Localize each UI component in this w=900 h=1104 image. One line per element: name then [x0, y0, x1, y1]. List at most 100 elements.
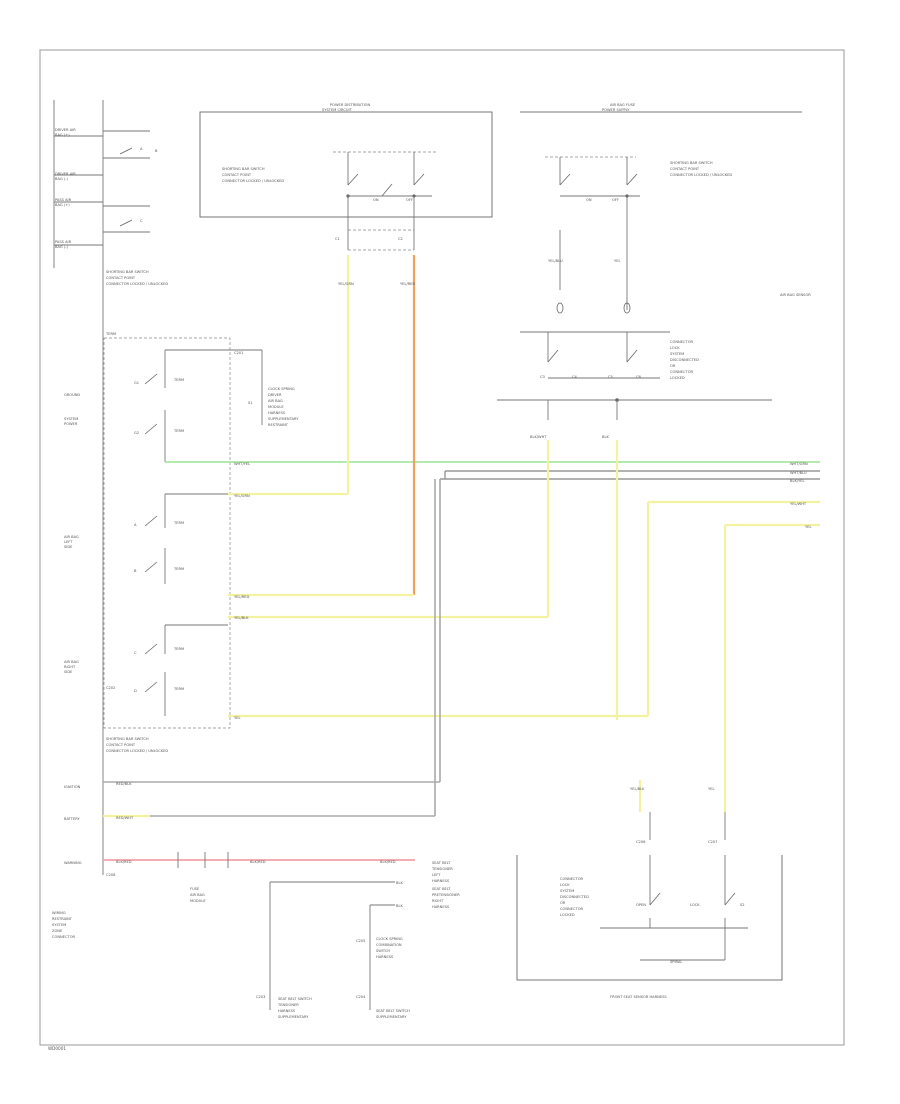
driver-squib-1: DRIVER AIR BAG (+) A B [54, 128, 158, 159]
svg-text:WHT/BLU: WHT/BLU [790, 471, 807, 475]
pass-squib-1: PASS AIR BAG (+) C [54, 198, 150, 233]
svg-text:DRIVER AIR: DRIVER AIR [55, 128, 76, 132]
label-warning: WARNING [64, 861, 82, 865]
svg-text:SIDE: SIDE [64, 670, 73, 674]
svg-text:C3: C3 [540, 375, 545, 379]
svg-text:BLK/RED: BLK/RED [380, 860, 396, 864]
svg-text:YEL/WHT: YEL/WHT [790, 502, 807, 506]
svg-text:C203: C203 [256, 995, 265, 999]
svg-text:DRIVER AIR: DRIVER AIR [55, 172, 76, 176]
svg-text:SHORTING BAR SWITCH: SHORTING BAR SWITCH [222, 167, 265, 171]
svg-text:S1: S1 [248, 401, 253, 405]
svg-text:HARNESS: HARNESS [432, 905, 450, 909]
svg-text:YEL/BLU: YEL/BLU [548, 259, 563, 263]
svg-text:RIGHT: RIGHT [64, 665, 76, 669]
svg-text:YEL: YEL [234, 716, 240, 720]
svg-text:SEAT BELT: SEAT BELT [432, 861, 451, 865]
svg-text:MODULE: MODULE [268, 405, 284, 409]
switch-group-1: TERM TERM G1 G2 C201 S1 CLOCK SPRING DRI… [134, 349, 299, 462]
svg-text:LOCK: LOCK [670, 346, 680, 350]
front-seat-switches: C206 C207 YEL/BLK YEL OPEN LOCK S2 SPIRA… [560, 787, 748, 964]
svg-text:OPEN: OPEN [636, 903, 646, 907]
left-block-caption-3: CONNECTOR LOCKED / UNLOCKED [106, 282, 168, 286]
svg-text:YEL/GRN: YEL/GRN [234, 494, 250, 498]
svg-text:WHT/GRN: WHT/GRN [790, 462, 808, 466]
svg-text:AIR BAG SENSOR: AIR BAG SENSOR [780, 293, 811, 297]
svg-text:AIR BAG: AIR BAG [268, 399, 283, 403]
svg-text:SUPPLEMENTARY: SUPPLEMENTARY [268, 417, 299, 421]
svg-text:C201: C201 [234, 351, 243, 355]
svg-text:SYSTEM: SYSTEM [560, 889, 574, 893]
svg-text:SWITCH: SWITCH [376, 949, 390, 953]
svg-text:B: B [155, 149, 158, 153]
svg-text:SUPPLEMENTARY: SUPPLEMENTARY [376, 1015, 407, 1019]
front-seat-harness-box [516, 851, 783, 981]
svg-text:BLK/YEL: BLK/YEL [790, 479, 805, 483]
left-block-caption-2: CONTACT POINT [106, 276, 136, 280]
warning-fuse: FUSE AIR BAG MODULE [177, 852, 229, 903]
svg-text:S2: S2 [740, 903, 745, 907]
svg-text:RESTRAINT: RESTRAINT [268, 423, 289, 427]
svg-text:BLK/RED: BLK/RED [250, 860, 266, 864]
label-battery: BATTERY [64, 817, 81, 821]
svg-text:AIR BAG: AIR BAG [190, 893, 205, 897]
svg-text:CONNECTOR: CONNECTOR [670, 340, 694, 344]
svg-text:TERM: TERM [173, 687, 184, 691]
svg-text:TERM: TERM [173, 567, 184, 571]
svg-text:C1: C1 [335, 237, 340, 241]
svg-text:TENSIONER: TENSIONER [431, 867, 453, 871]
svg-text:TERM: TERM [173, 429, 184, 433]
svg-text:OR: OR [670, 364, 676, 368]
svg-text:C5: C5 [608, 375, 613, 379]
svg-text:HARNESS: HARNESS [432, 879, 450, 883]
svg-text:MODULE: MODULE [190, 899, 206, 903]
svg-text:OR: OR [560, 901, 566, 905]
svg-text:LEFT: LEFT [432, 873, 441, 877]
svg-text:CONTACT POINT: CONTACT POINT [670, 167, 700, 171]
svg-text:SEAT BELT: SEAT BELT [432, 887, 451, 891]
svg-text:CONNECTOR: CONNECTOR [560, 877, 584, 881]
svg-text:SYSTEM: SYSTEM [670, 352, 684, 356]
svg-text:A: A [134, 523, 137, 527]
left-sensor-block [103, 337, 231, 729]
svg-text:ZONE: ZONE [52, 929, 63, 933]
svg-text:ON: ON [586, 198, 592, 202]
svg-text:POWER: POWER [64, 422, 78, 426]
svg-text:TERM: TERM [105, 332, 116, 336]
svg-text:LOCKED: LOCKED [560, 913, 575, 917]
svg-text:TENSIONER: TENSIONER [277, 1003, 299, 1007]
svg-text:C208: C208 [106, 873, 116, 877]
svg-text:RESTRAINT: RESTRAINT [52, 917, 73, 921]
svg-text:BAG (+): BAG (+) [55, 133, 70, 137]
svg-text:CONNECTOR: CONNECTOR [670, 370, 694, 374]
svg-text:ON: ON [373, 198, 379, 202]
svg-text:C202: C202 [106, 686, 115, 690]
svg-text:CONTACT POINT: CONTACT POINT [106, 743, 136, 747]
svg-text:SEAT BELT SWITCH: SEAT BELT SWITCH [278, 997, 312, 1001]
label-ignition: IGNITION [64, 785, 81, 789]
svg-text:C207: C207 [708, 840, 717, 844]
left-block-caption-1: SHORTING BAR SWITCH [106, 270, 149, 274]
svg-text:DISCONNECTED: DISCONNECTED [670, 358, 699, 362]
airbag-fuse-title: AIR BAG FUSE [610, 103, 636, 107]
svg-text:HARNESS: HARNESS [278, 1009, 296, 1013]
svg-text:CONNECTOR LOCKED / UNLOCKED: CONNECTOR LOCKED / UNLOCKED [670, 173, 732, 177]
svg-text:BLK: BLK [602, 435, 609, 439]
svg-text:C204: C204 [356, 995, 366, 999]
svg-text:PASS AIR: PASS AIR [55, 198, 72, 202]
svg-text:CONNECTOR: CONNECTOR [560, 907, 584, 911]
airbag-fuse-switches: ON OFF YEL/BLU YEL AIR BAG SENSOR [545, 156, 811, 314]
svg-text:YEL: YEL [614, 259, 620, 263]
svg-text:SIDE: SIDE [64, 545, 73, 549]
power-distribution-sub: SYSTEM CIRCUIT [322, 108, 353, 112]
svg-text:DRIVER: DRIVER [268, 393, 282, 397]
svg-text:SPIRAL: SPIRAL [670, 960, 682, 964]
svg-text:G1: G1 [134, 381, 139, 385]
pass-squib-2: PASS AIR BAG (-) [54, 240, 103, 249]
switch-group-3: TERM TERM C D C202 [106, 624, 228, 716]
svg-text:C2: C2 [398, 237, 403, 241]
svg-text:TERM: TERM [173, 378, 184, 382]
svg-text:LOCK: LOCK [690, 903, 700, 907]
power-distribution-title: POWER DISTRIBUTION [330, 103, 370, 107]
